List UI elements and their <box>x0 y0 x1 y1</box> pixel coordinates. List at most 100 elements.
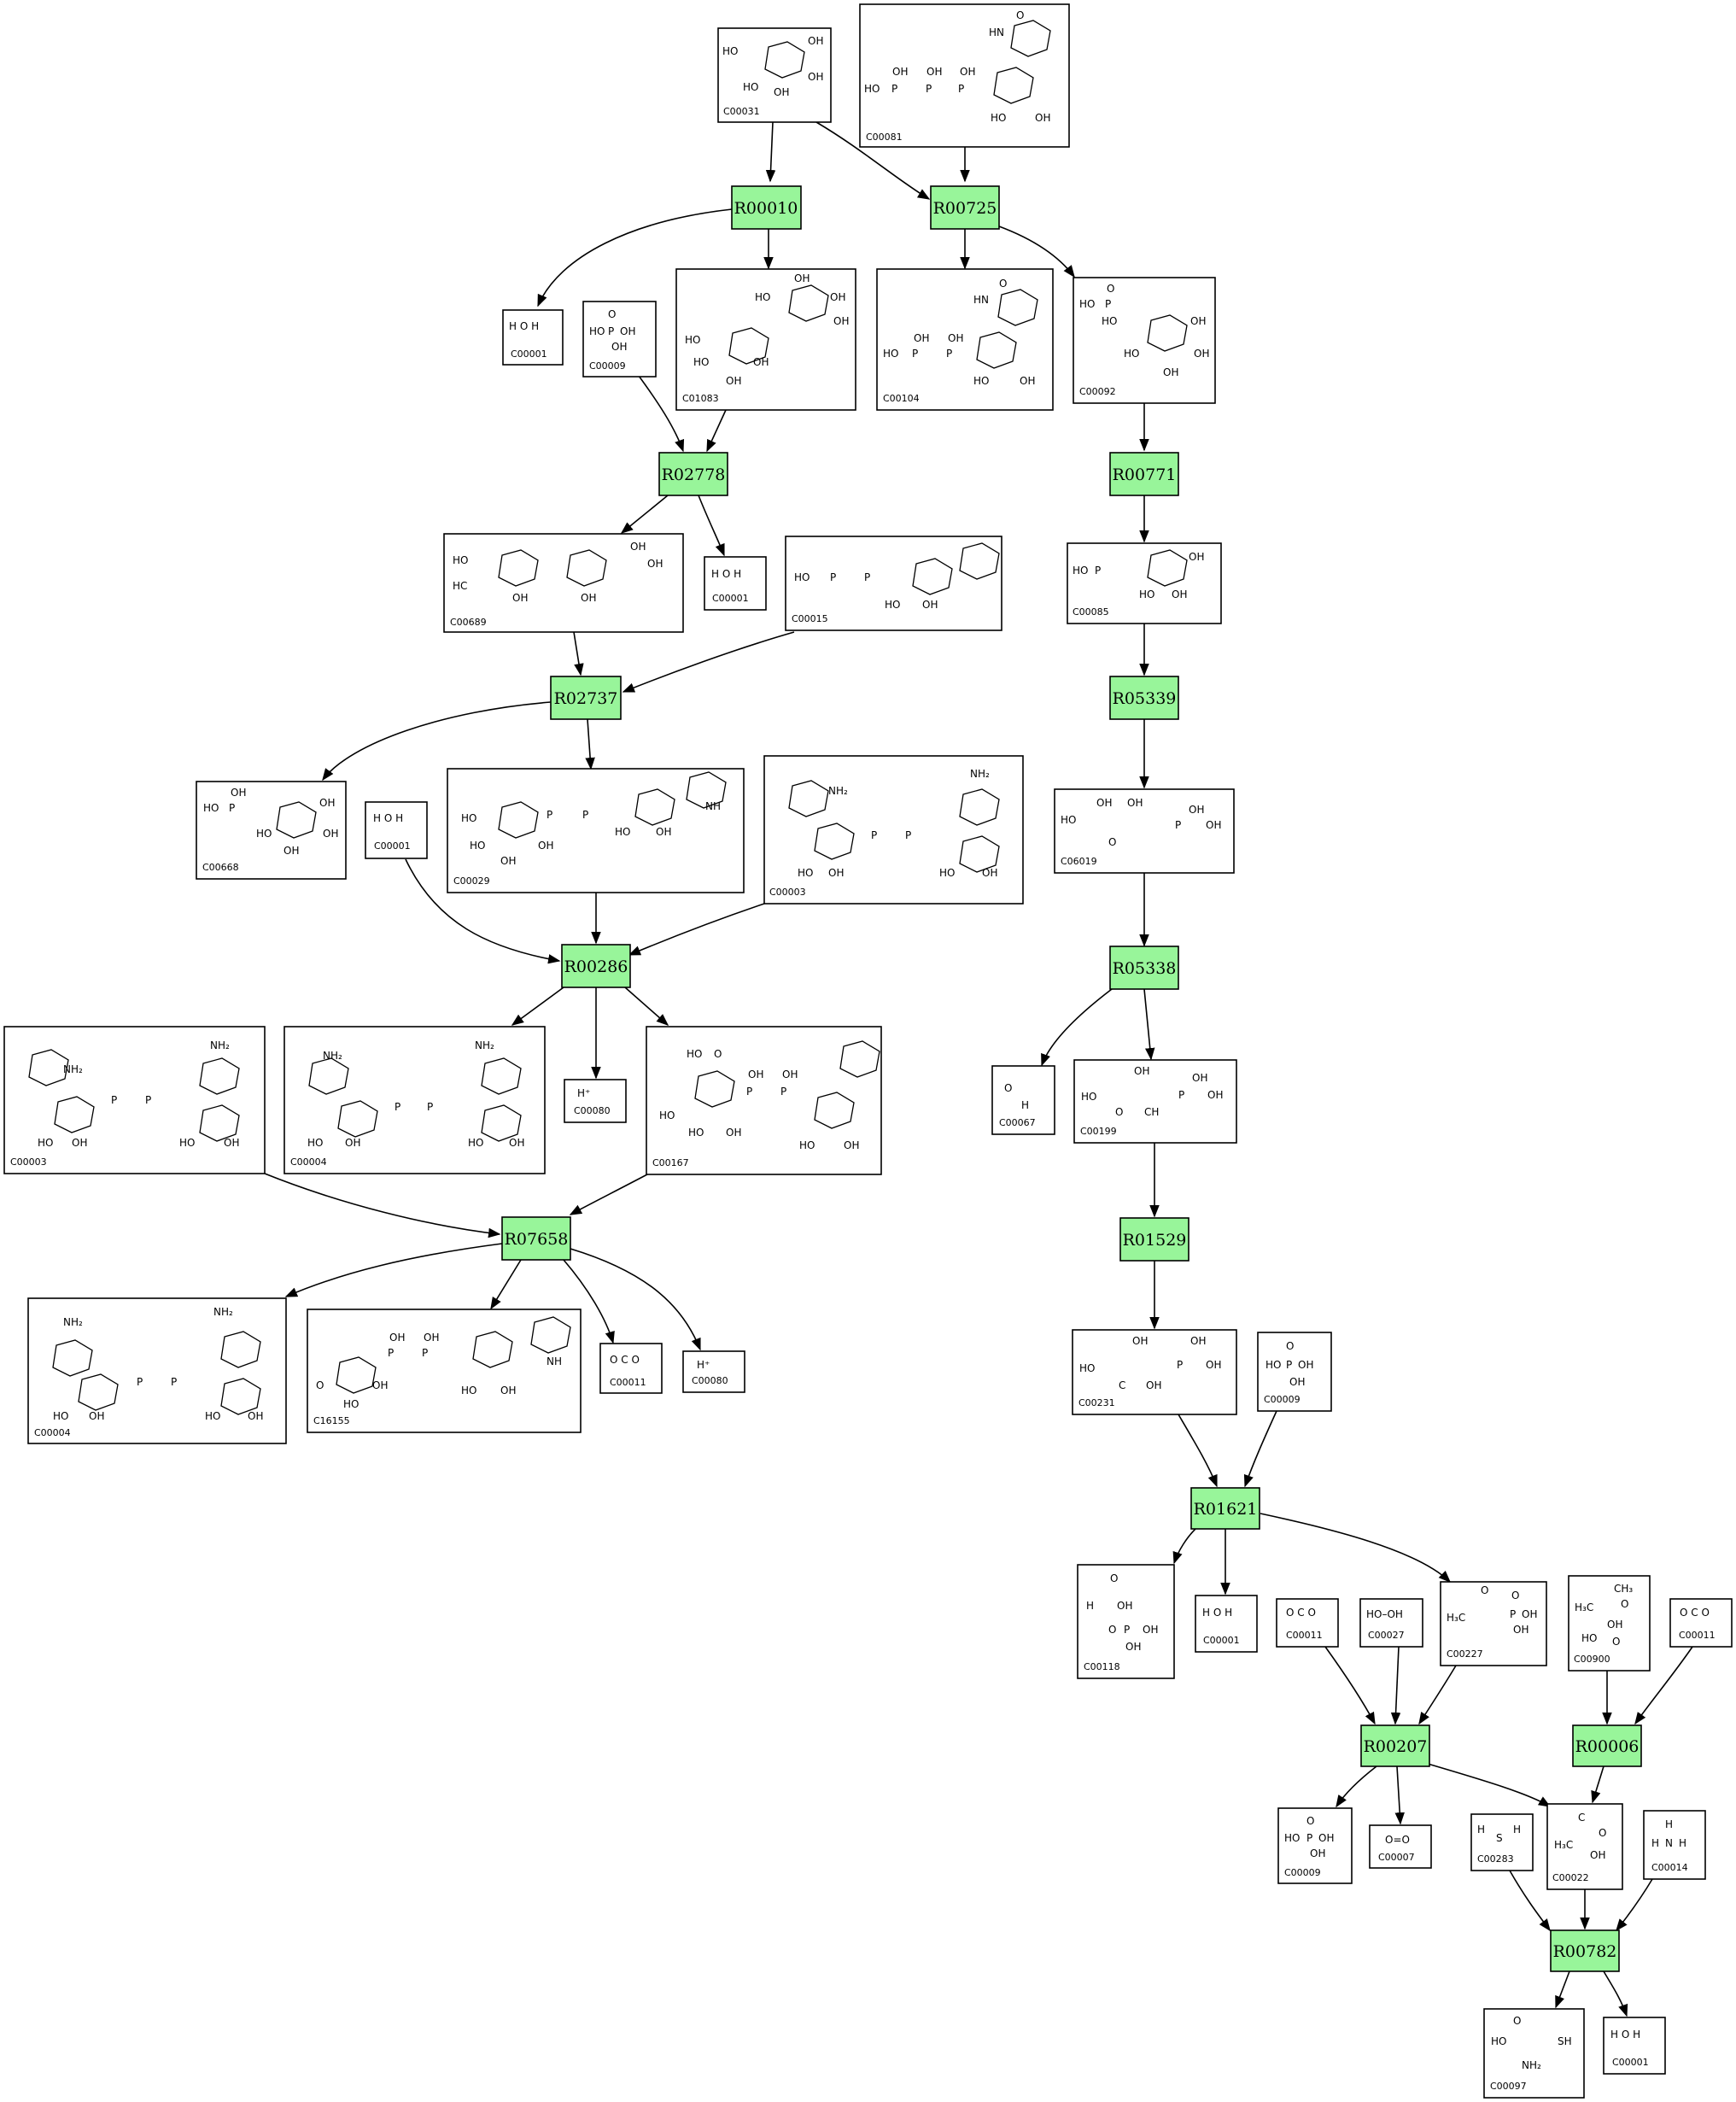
compound-node-C00011[interactable]: O C O C00011 <box>1669 1598 1733 1648</box>
compound-node-C00011[interactable]: O C O C00011 <box>599 1343 663 1394</box>
reaction-node-R05338[interactable]: R05338 <box>1109 946 1179 990</box>
compound-node-C16155[interactable]: OH OH P P O OH HO HO OH NH C16155 <box>307 1309 582 1433</box>
compound-node-C00097[interactable]: O HO SH NH₂ C00097 <box>1483 2008 1585 2099</box>
atom-label: P <box>111 1094 117 1106</box>
compound-node-C00022[interactable]: C O H₃C OH C00022 <box>1546 1803 1623 1890</box>
compound-node-C00081[interactable]: OH OH OH HO P P P HN O HO OH C00081 <box>859 3 1070 148</box>
atom-label: HO <box>1284 1832 1300 1844</box>
atom-label: OH <box>914 332 929 344</box>
atom-label: HO <box>615 826 630 838</box>
reaction-label: R01529 <box>1123 1231 1187 1250</box>
compound-node-C00003[interactable]: NH₂ NH₂ P P HO OH HO OH C00003 <box>3 1026 266 1174</box>
compound-node-C00092[interactable]: O HO P HO OH HO OH OH C00092 <box>1073 277 1216 404</box>
compound-node-C00199[interactable]: OH OH HO P OH O CH C00199 <box>1073 1059 1237 1144</box>
atom-label: OH <box>782 1069 798 1080</box>
reaction-node-R00006[interactable]: R00006 <box>1572 1724 1642 1767</box>
atom-label: HO <box>864 83 880 95</box>
reaction-node-R01529[interactable]: R01529 <box>1119 1217 1189 1262</box>
compound-node-C00104[interactable]: OH OH HO P P HN O HO OH C00104 <box>876 268 1054 411</box>
compound-node-C00027[interactable]: HO–OH C00027 <box>1359 1598 1423 1648</box>
atom-label: CH <box>1144 1106 1159 1118</box>
compound-node-C06019[interactable]: OH OH OH HO P OH O C06019 <box>1054 788 1235 874</box>
atom-label: OH <box>808 35 823 47</box>
reaction-node-R01621[interactable]: R01621 <box>1190 1487 1260 1530</box>
compound-label: C00085 <box>1073 606 1109 618</box>
compound-node-C00085[interactable]: HO P OH HO OH C00085 <box>1067 542 1222 624</box>
compound-node-C00031[interactable]: HO OH OH HO OH C00031 <box>717 27 832 123</box>
reaction-node-R02737[interactable]: R02737 <box>550 676 622 720</box>
atom-label: OH <box>1172 588 1187 600</box>
atom-label: P <box>171 1376 177 1388</box>
atom-label: OH <box>726 1127 741 1139</box>
edge-C00283-R00782 <box>1509 1870 1551 1932</box>
atom-label: O C O <box>1680 1607 1710 1619</box>
atom-label: H <box>1086 1600 1094 1612</box>
atom-label: C <box>1119 1379 1125 1391</box>
compound-node-C00167[interactable]: HO O OH OH P P HO HO OH HO OH C00167 <box>646 1026 882 1175</box>
atom-label: P <box>1510 1608 1516 1620</box>
compound-node-C00001[interactable]: H O H C00001 <box>1603 2017 1666 2075</box>
compound-node-C00001[interactable]: H O H C00001 <box>365 801 428 859</box>
compound-node-C00283[interactable]: H S H C00283 <box>1470 1813 1534 1871</box>
atom-label: P <box>608 325 614 337</box>
reaction-node-R07658[interactable]: R07658 <box>501 1216 571 1261</box>
compound-node-C00900[interactable]: CH₃ H₃C O OH HO O C00900 <box>1568 1575 1651 1672</box>
reaction-node-R00782[interactable]: R00782 <box>1550 1929 1620 1972</box>
edge-C00014-R00782 <box>1616 1878 1653 1932</box>
reaction-node-R02778[interactable]: R02778 <box>658 452 728 496</box>
compound-label: C00104 <box>883 393 920 404</box>
compound-node-C00003[interactable]: NH₂ NH₂ P P HO OH HO OH C00003 <box>763 755 1024 905</box>
compound-label: C00097 <box>1490 2081 1527 2092</box>
compound-node-C00004[interactable]: NH₂ NH₂ P P HO OH HO OH C00004 <box>283 1026 546 1174</box>
edge-C00003a-R00286 <box>628 903 765 956</box>
atom-label: P <box>422 1347 428 1359</box>
compound-node-C00029[interactable]: HO P P HO OH OH HO OH NH C00029 <box>447 768 745 893</box>
atom-label: HO <box>1139 588 1154 600</box>
compound-node-C00015[interactable]: HO P P HO OH C00015 <box>785 536 1002 631</box>
atom-label: HO <box>1079 298 1095 310</box>
compound-node-C00009[interactable]: O HO P OH OH C00009 <box>1277 1807 1353 1884</box>
compound-node-C00001[interactable]: H O H C00001 <box>1195 1595 1258 1653</box>
compound-node-C00011[interactable]: O C O C00011 <box>1276 1598 1339 1648</box>
edge-C00167-R07658 <box>569 1174 648 1215</box>
atom-label: P <box>871 829 877 841</box>
compound-node-C00067[interactable]: O H C00067 <box>991 1065 1055 1135</box>
edge-C00009a-R02778 <box>638 375 685 453</box>
compound-node-C00009[interactable]: O HO P OH OH C00009 <box>582 301 657 378</box>
reaction-node-R05339[interactable]: R05339 <box>1109 676 1179 720</box>
reaction-node-R00725[interactable]: R00725 <box>930 185 1000 230</box>
compound-node-C00689[interactable]: HO HC OH OH OH OH C00689 <box>443 533 684 633</box>
compound-node-C00231[interactable]: OH OH HO P OH C OH C00231 <box>1072 1329 1237 1415</box>
edge-R07658-C00080b <box>570 1248 701 1351</box>
reaction-label: R00207 <box>1364 1737 1428 1756</box>
compound-node-C01083[interactable]: OH HO OH OH HO HO OH OH C01083 <box>675 268 856 411</box>
atom-label: HO <box>1081 1091 1096 1103</box>
compound-node-C00080[interactable]: H⁺ C00080 <box>564 1079 627 1123</box>
reaction-node-R00771[interactable]: R00771 <box>1109 452 1179 496</box>
reaction-node-R00286[interactable]: R00286 <box>561 944 631 988</box>
compound-node-C00118[interactable]: O H OH O P OH OH C00118 <box>1077 1564 1175 1679</box>
atom-label: OH <box>1143 1624 1158 1636</box>
compound-node-C00080[interactable]: H⁺ C00080 <box>682 1350 745 1393</box>
reaction-node-R00010[interactable]: R00010 <box>731 185 802 230</box>
compound-node-C00014[interactable]: H H N H C00014 <box>1643 1810 1706 1880</box>
atom-label: OH <box>1190 1335 1206 1347</box>
compound-node-C00227[interactable]: O O H₃C P OH OH C00227 <box>1440 1581 1547 1666</box>
atom-label: OH <box>748 1069 763 1080</box>
reaction-node-R00207[interactable]: R00207 <box>1360 1724 1430 1767</box>
atom-label: P <box>145 1094 151 1106</box>
compound-node-C00007[interactable]: O=O C00007 <box>1369 1824 1432 1869</box>
atom-label: P <box>582 809 588 821</box>
compound-node-C00004[interactable]: NH₂ NH₂ P P HO OH HO OH C00004 <box>27 1297 287 1444</box>
atom-label: HO <box>885 599 900 611</box>
atom-label: HO <box>939 867 955 879</box>
compound-node-C00009[interactable]: O HO P OH OH C00009 <box>1257 1332 1332 1412</box>
atom-label: NH₂ <box>213 1306 233 1318</box>
atom-label: O=O <box>1385 1834 1410 1846</box>
compound-node-C00001[interactable]: H O H C00001 <box>704 556 767 611</box>
atom-label: OH <box>1318 1832 1334 1844</box>
compound-node-C00668[interactable]: OH HO P OH HO OH OH C00668 <box>196 781 347 880</box>
atom-label: HC <box>453 580 467 592</box>
compound-node-C00001[interactable]: H O H C00001 <box>502 309 564 366</box>
